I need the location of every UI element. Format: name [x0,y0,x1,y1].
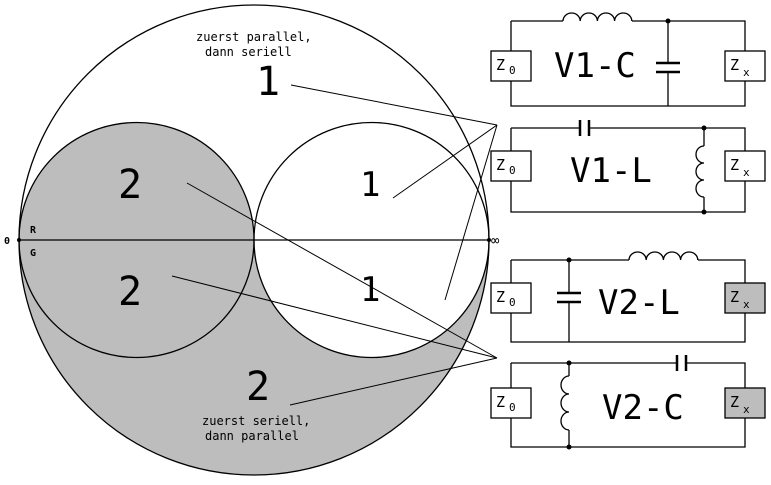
region-1-right-bottom-label: 1 [360,270,380,310]
z0-box [490,282,532,314]
top-note-line2: dann seriell [205,45,292,59]
region-2-bottom-label: 2 [246,364,270,410]
circuit-v1-l: Z 0 Z x V1-L [490,120,766,215]
zx-subscript: x [743,66,750,79]
circuit-v2-l: Z 0 Z x V2-L [490,251,766,343]
z0-label: Z [496,288,505,306]
z0-subscript: 0 [509,401,516,414]
z0-box [490,50,532,82]
zero-label: 0 [4,236,10,247]
zx-box [724,150,766,182]
circuit-name: V1-C [554,46,636,86]
region-1-right-top-label: 1 [360,165,380,205]
z0-subscript: 0 [509,64,516,77]
circuit-name: V2-C [602,388,684,428]
top-note-line1: zuerst parallel, [196,30,312,44]
circuit-v1-c: Z 0 Z x V1-C [490,12,766,107]
z0-label: Z [496,393,505,411]
r-label: R [30,225,37,236]
zx-box-shaded [724,282,766,314]
z0-label: Z [496,56,505,74]
circuit-name: V2-L [598,283,680,323]
zx-label: Z [730,393,739,411]
z0-subscript: 0 [509,296,516,309]
circuit-name: V1-L [570,151,652,191]
zx-label: Z [730,288,739,306]
capacitor-icon [557,291,581,304]
leader-lines [171,84,498,406]
infinity-point [487,238,491,242]
circuit-v2-c: Z 0 Z x V2-C [490,355,766,450]
inductor-icon [560,375,570,431]
infinity-label: ∞ [491,233,500,249]
zx-label: Z [730,56,739,74]
capacitor-icon [675,355,688,371]
inductor-icon [695,145,705,198]
inductor-icon [562,12,633,22]
capacitor-icon [578,120,591,136]
zx-box [724,50,766,82]
zx-label: Z [730,156,739,174]
g-label: G [30,248,36,259]
z0-subscript: 0 [509,164,516,177]
z0-label: Z [496,156,505,174]
capacitor-icon [656,61,680,74]
zx-box-shaded [724,387,766,419]
zx-subscript: x [743,403,750,416]
zx-subscript: x [743,298,750,311]
region-2-left-bottom-label: 2 [118,269,142,315]
zero-point [17,238,21,242]
region-1-top-label: 1 [256,59,280,105]
region-2-left-top-label: 2 [118,162,142,208]
z0-box [490,150,532,182]
zx-subscript: x [743,166,750,179]
z0-box [490,387,532,419]
shaded-region-2 [19,122,489,475]
bottom-note-line1: zuerst seriell, [202,414,310,428]
bottom-note-line2: dann parallel [205,429,299,443]
inductor-icon [628,251,699,261]
